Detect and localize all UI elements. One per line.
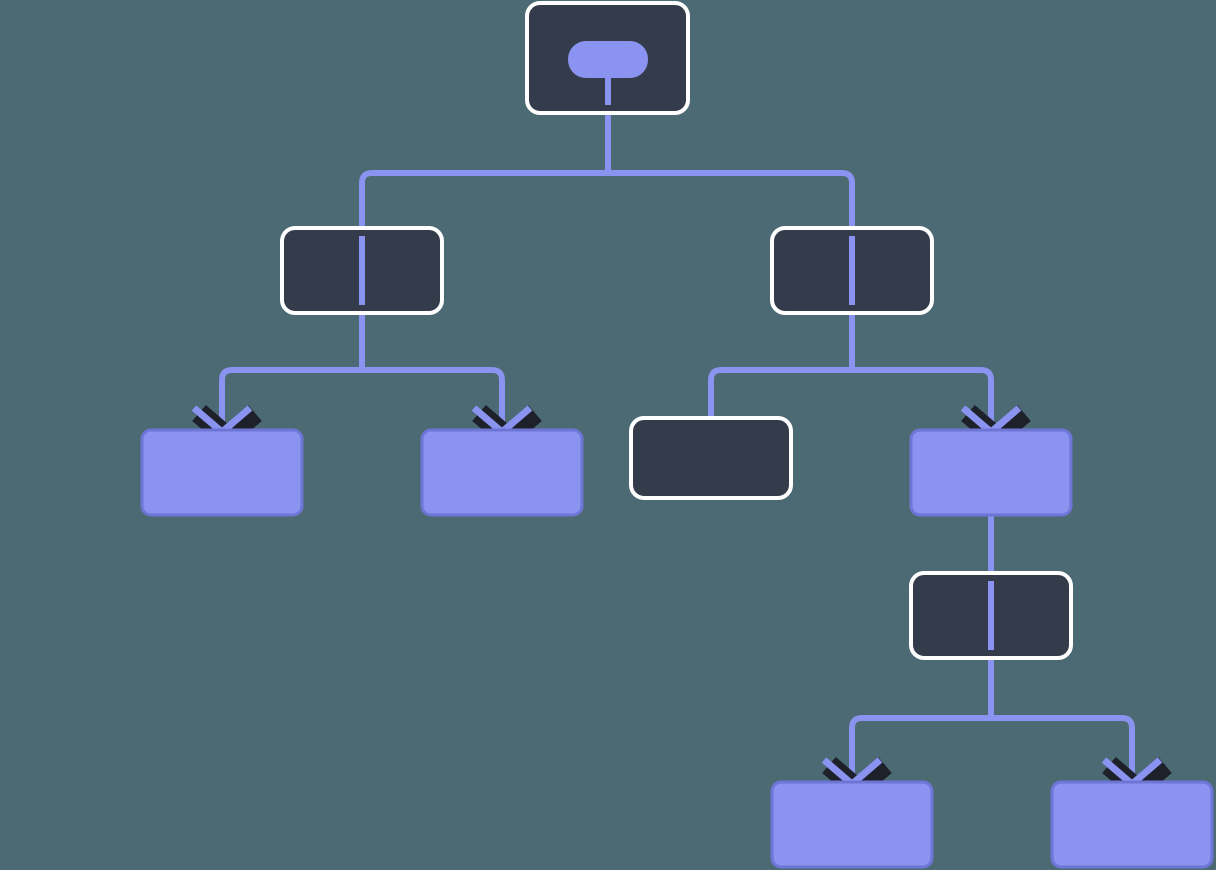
edge-right-to-leaf-d: [852, 367, 994, 430]
leaf-node-e-shape[interactable]: [770, 780, 934, 869]
line-through-layer: [359, 74, 994, 650]
leaf-node-d[interactable]: [909, 428, 1073, 517]
root-node-pill-icon: [568, 41, 648, 78]
leaf-node-a[interactable]: [140, 428, 304, 517]
terminal-node-c[interactable]: [629, 416, 793, 500]
edge-sub-to-leaf-f: [991, 715, 1135, 782]
edge-left-to-leaf-b: [362, 367, 505, 430]
leaf-node-b-shape[interactable]: [420, 428, 584, 517]
node-under-layer: [280, 1, 1073, 660]
leaf-node-d-shape[interactable]: [909, 428, 1073, 517]
leaf-node-a-shape[interactable]: [140, 428, 304, 517]
edge-root-to-left-branch: [608, 170, 855, 228]
leaf-node-f-shape[interactable]: [1050, 780, 1214, 869]
node-purple-layer: [140, 428, 1214, 869]
edge-right-to-terminal-c: [708, 367, 852, 420]
terminal-node-c-shape[interactable]: [629, 416, 793, 500]
leaf-node-f[interactable]: [1050, 780, 1214, 869]
leaf-node-b[interactable]: [420, 428, 584, 517]
root-node[interactable]: [525, 1, 690, 115]
leaf-node-e[interactable]: [770, 780, 934, 869]
edge-left-to-leaf-a: [219, 367, 362, 430]
edge-sub-to-leaf-e: [849, 715, 991, 782]
edge-root-to-right-branch: [359, 170, 608, 228]
